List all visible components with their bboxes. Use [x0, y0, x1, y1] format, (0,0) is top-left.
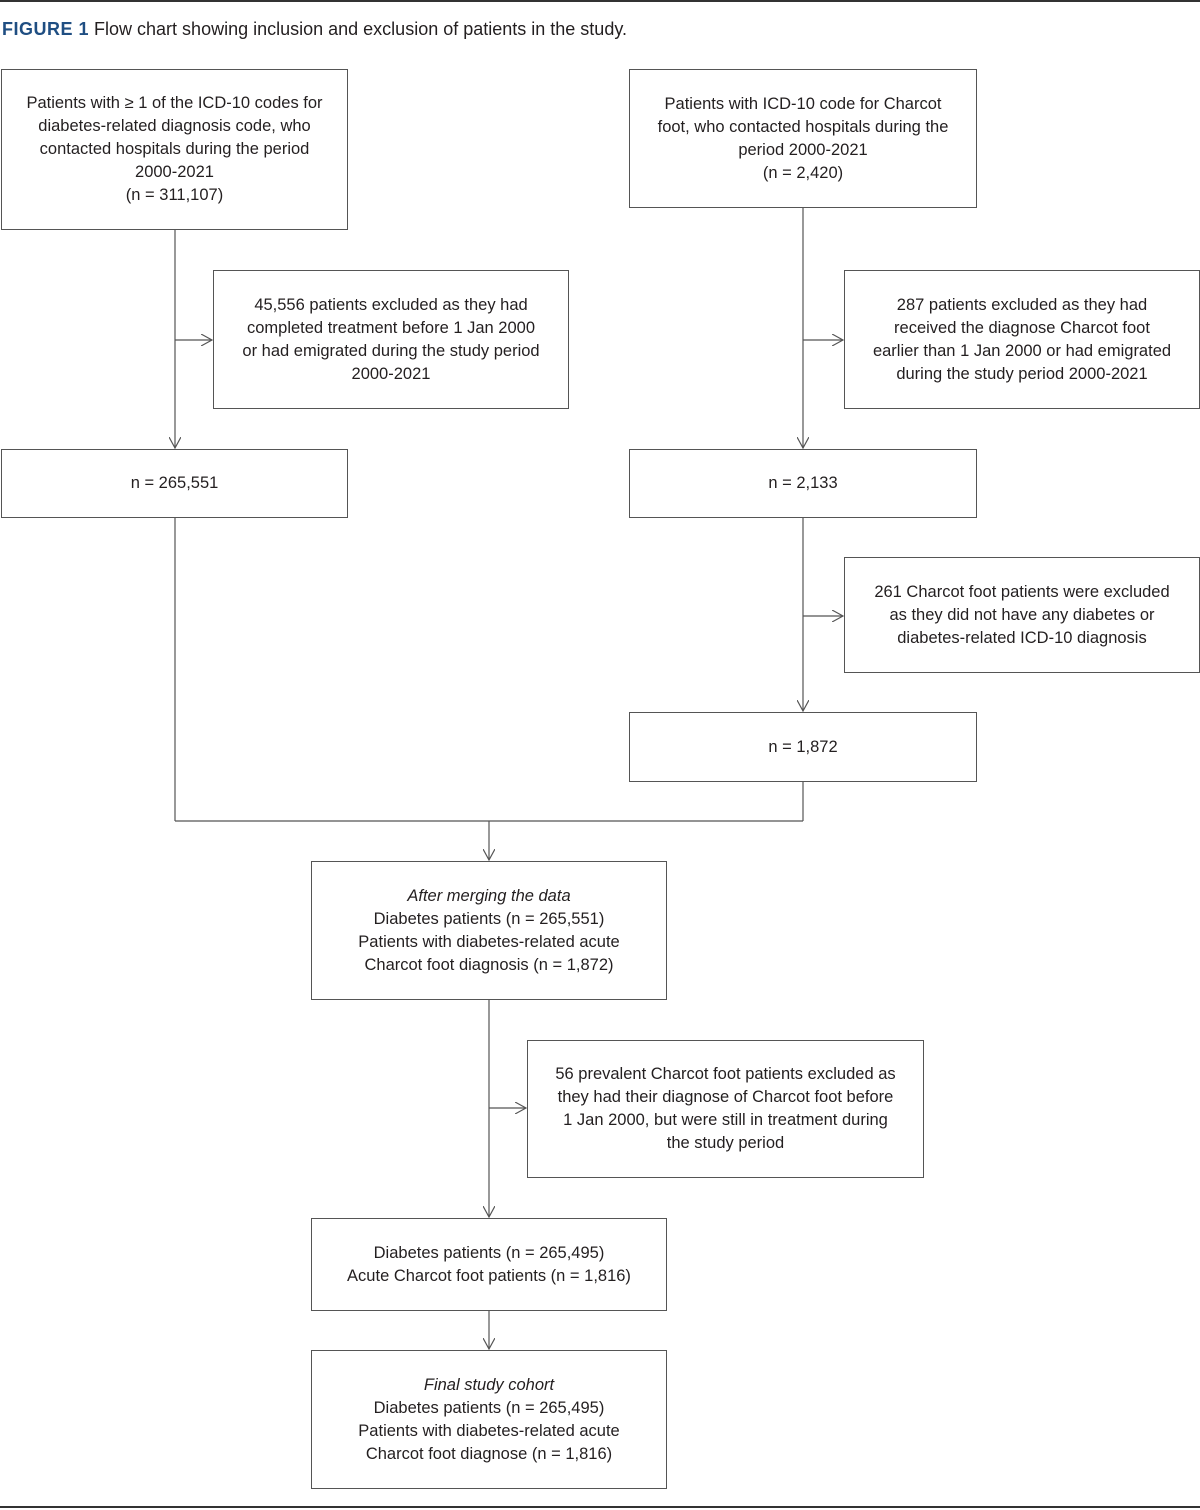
box-text-line: Diabetes patients (n = 265,495): [373, 1398, 605, 1417]
figure-caption-text: Flow chart showing inclusion and exclusi…: [94, 19, 627, 39]
box-text-line: Patients with ICD-10 code for Charcot: [664, 94, 942, 113]
box-text-line: completed treatment before 1 Jan 2000: [246, 318, 536, 337]
box-text-line: during the study period 2000-2021: [896, 364, 1148, 383]
figure-label: FIGURE 1: [2, 19, 90, 39]
box-text-line: n = 265,551: [130, 474, 219, 492]
box-text-line: n = 2,133: [768, 474, 838, 492]
box-text-line: After merging the data: [407, 886, 571, 905]
box-text-line: as they did not have any diabetes or: [889, 605, 1155, 624]
box-text-line: 56 prevalent Charcot foot patients exclu…: [555, 1065, 896, 1083]
bottom-rule: [0, 1506, 1200, 1508]
box-text-line: Final study cohort: [423, 1375, 555, 1394]
box-text-line: Acute Charcot foot patients (n = 1,816): [347, 1266, 631, 1285]
box-text-line: Diabetes patients (n = 265,495): [373, 1243, 605, 1262]
box-text-line: contacted hospitals during the period: [39, 140, 310, 158]
box-text-line: received the diagnose Charcot foot: [894, 318, 1150, 337]
figure-caption: FIGURE 1 Flow chart showing inclusion an…: [2, 19, 627, 40]
box-exclusion-charcot-1: 287 patients excluded as they had receive…: [844, 270, 1200, 409]
box-text-line: period 2000-2021: [738, 140, 868, 159]
box-text-line: Charcot foot diagnose (n = 1,816): [365, 1444, 613, 1463]
box-text-line: Patients with diabetes-related acute: [358, 1421, 620, 1440]
box-text-line: Charcot foot diagnosis (n = 1,872): [364, 955, 614, 974]
box-exclusion-prevalent: 56 prevalent Charcot foot patients exclu…: [527, 1040, 924, 1178]
box-text-line: 2000-2021: [135, 163, 214, 181]
box-text-line: earlier than 1 Jan 2000 or had emigrated: [872, 341, 1172, 360]
box-text-line: they had their diagnose of Charcot foot …: [557, 1088, 894, 1106]
box-text-line: or had emigrated during the study period: [242, 341, 540, 360]
top-rule: [0, 0, 1200, 2]
box-text-line: 1 Jan 2000, but were still in treatment …: [563, 1111, 888, 1129]
box-charcot-n2: n = 1,872: [629, 712, 977, 782]
box-text-line: Diabetes patients (n = 265,551): [373, 909, 605, 928]
box-text-line: 45,556 patients excluded as they had: [254, 295, 528, 314]
box-exclusion-charcot-2: 261 Charcot foot patients were excluded a…: [844, 557, 1200, 673]
box-exclusion-diabetes: 45,556 patients excluded as they had comp…: [213, 270, 569, 409]
box-text-line: n = 1,872: [768, 737, 838, 756]
box-text-line: Patients with diabetes-related acute: [358, 932, 620, 951]
box-text-line: foot, who contacted hospitals during the: [657, 117, 949, 136]
box-text-line: (n = 2,420): [762, 163, 844, 182]
box-text-line: 261 Charcot foot patients were excluded: [874, 582, 1170, 601]
box-text-line: 287 patients excluded as they had: [896, 295, 1148, 314]
box-text-line: 2000-2021: [351, 364, 431, 383]
box-after-exclusion: Diabetes patients (n = 265,495) Acute Cha…: [311, 1218, 667, 1311]
box-diabetes-start: Patients with ≥ 1 of the ICD-10 codes fo…: [1, 69, 348, 230]
box-charcot-start: Patients with ICD-10 code for Charcot foo…: [629, 69, 977, 208]
box-text-line: diabetes-related diagnosis code, who: [38, 117, 311, 135]
box-charcot-n1: n = 2,133: [629, 449, 977, 518]
box-text-line: the study period: [666, 1134, 785, 1152]
box-text-line: diabetes-related ICD-10 diagnosis: [897, 628, 1147, 647]
box-text-line: Patients with ≥ 1 of the ICD-10 codes fo…: [26, 94, 323, 112]
box-text-line: (n = 311,107): [125, 186, 224, 204]
box-diabetes-n: n = 265,551: [1, 449, 348, 518]
